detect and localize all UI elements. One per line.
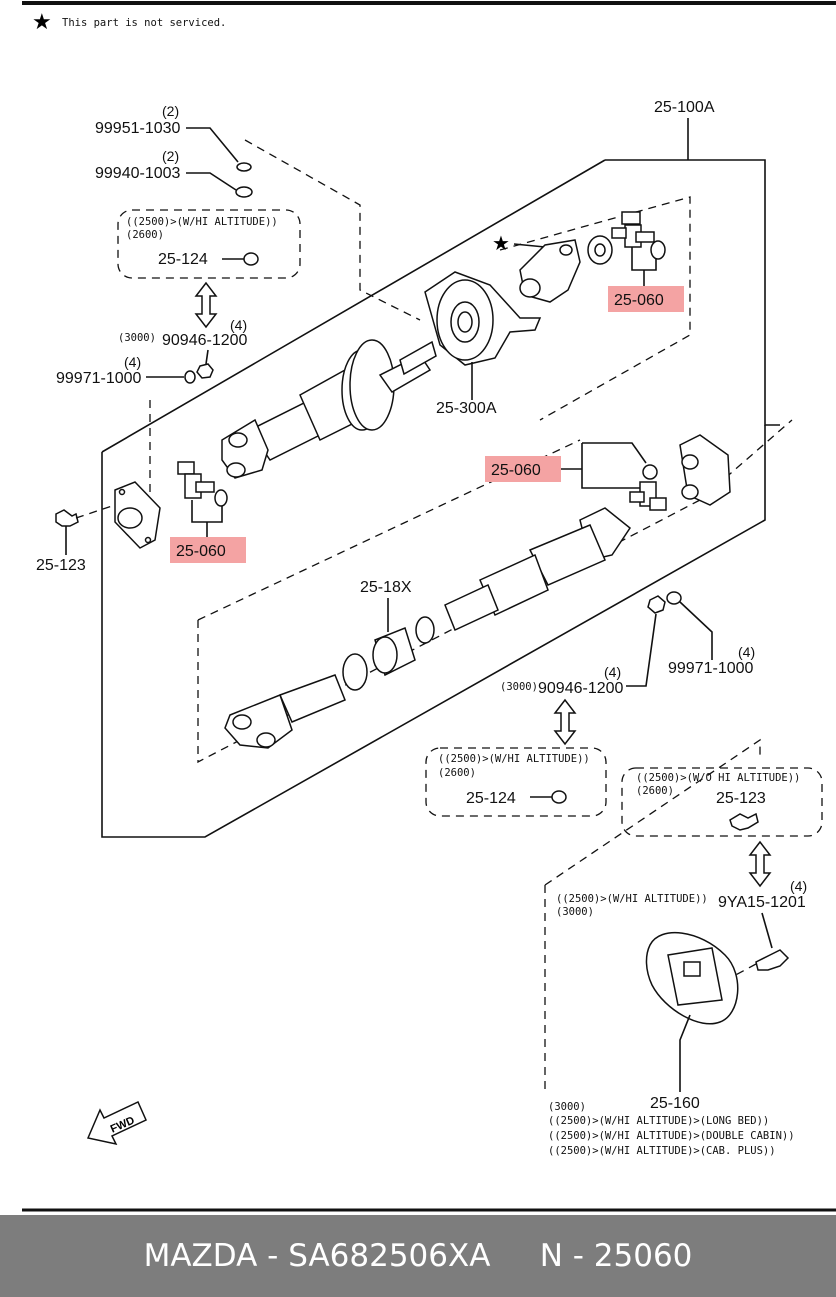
washer-top-leader	[186, 127, 239, 163]
double-arrow-icon-3	[748, 840, 772, 888]
notice-text: This part is not serviced.	[62, 17, 226, 29]
left-flange-icon	[114, 481, 161, 549]
cond-bottom-line3: ((2500)>(W/HI ALTITUDE)>(DOUBLE CABIN))	[548, 1130, 795, 1142]
cond-bottom-line1: (3000)	[548, 1101, 586, 1113]
assembly-frame-right	[605, 159, 780, 426]
bolt-label: 9YA15-1201	[718, 894, 806, 911]
footer-part-number: MAZDA - SA682506XA N - 25060	[143, 1238, 693, 1274]
cv-boot-label: 25-18X	[360, 579, 412, 596]
hl-top-right-label: 25-060	[614, 292, 664, 309]
washer4-qty: (4)	[738, 644, 755, 660]
assembly-frame-top	[101, 159, 606, 453]
nut-bot-pre: (3000)	[500, 681, 538, 693]
cond-right-line1: ((2500)>(W/O HI ALTITUDE))	[636, 772, 800, 784]
washer2-icon	[235, 186, 253, 198]
bolt-icon	[755, 949, 790, 971]
hl-middle-label: 25-060	[491, 462, 541, 479]
bolt-left-dash	[75, 504, 116, 519]
center-bearing-icon	[424, 271, 542, 366]
seal-ring-icon	[587, 235, 613, 265]
washer2-qty: (2)	[162, 148, 179, 164]
double-arrow-icon-2	[553, 698, 577, 746]
p25124-top-label: 25-124	[158, 251, 208, 268]
nut-top-pre: (3000)	[118, 332, 156, 344]
nut-bot-qty: (4)	[604, 664, 621, 680]
footer-bar: MAZDA - SA682506XA N - 25060	[0, 1215, 836, 1297]
cond-damper-line1: ((2500)>(W/HI ALTITUDE))	[556, 893, 708, 905]
nut-bot-leader	[626, 613, 657, 687]
hl-middle-bracket-top	[582, 442, 647, 464]
front-shaft-icon	[221, 339, 437, 479]
double-arrow-icon	[194, 281, 218, 329]
bolt-leader	[761, 912, 773, 949]
cond-box-mid	[425, 747, 607, 817]
hl-middle-box	[485, 456, 561, 482]
washer2-label: 99940-1003	[95, 165, 181, 182]
assembly-label: 25-100A	[654, 99, 715, 116]
nut-top-qty: (4)	[230, 317, 247, 333]
p25123-right-icon	[729, 812, 759, 831]
fwd-arrow-icon	[86, 1100, 147, 1146]
cond-mid-line2: (2600)	[438, 767, 476, 779]
star-icon: ★	[32, 9, 52, 34]
washer4-icon	[666, 591, 682, 605]
nut-bot-label: 90946-1200	[538, 680, 624, 697]
bolt-dash	[729, 963, 757, 979]
universal-joint-left-icon	[177, 461, 228, 507]
hl-left-box	[170, 537, 246, 563]
washer3-icon	[184, 370, 196, 384]
hl-left-label: 25-060	[176, 543, 226, 560]
nut-bot-icon	[647, 595, 666, 614]
cond-top-line1: ((2500)>(W/HI ALTITUDE))	[126, 216, 278, 228]
universal-joint-top-icon	[611, 211, 666, 260]
cond-box-right	[621, 767, 823, 837]
parts-diagram: ★ This part is not serviced. 25-100A (2)…	[22, 1, 836, 1212]
washer3-qty: (4)	[124, 354, 141, 370]
cond-mid-line1: ((2500)>(W/HI ALTITUDE))	[438, 753, 590, 765]
washer4-label: 99971-1000	[668, 660, 754, 677]
dash-lower-shaft	[197, 419, 793, 764]
bolt-qty: (4)	[790, 878, 807, 894]
flange-yoke-icon	[519, 239, 581, 303]
flange-right-icon	[679, 434, 731, 506]
dash-top-right	[499, 196, 691, 421]
star-leader	[513, 243, 546, 248]
damper-icon	[645, 931, 739, 1025]
nut-top-label: 90946-1200	[162, 332, 248, 349]
washer2-leader	[186, 172, 237, 191]
cond-bottom-line2: ((2500)>(W/HI ALTITUDE)>(LONG BED))	[548, 1115, 769, 1127]
p25124-bot-icon	[551, 790, 567, 804]
center-bearing-label: 25-300A	[436, 400, 497, 417]
bolt-left-icon	[55, 509, 79, 527]
p25123-right-label: 25-123	[716, 790, 766, 807]
dash-top-left	[244, 139, 421, 321]
star-marker-icon: ★	[492, 233, 510, 255]
cond-right-line2: (2600)	[636, 785, 674, 797]
washer-top-qty: (2)	[162, 103, 179, 119]
dash-damper-top	[544, 738, 761, 886]
washer-top-icon	[236, 162, 252, 172]
cond-top-line2: (2600)	[126, 229, 164, 241]
cond-bottom-line4: ((2500)>(W/HI ALTITUDE)>(CAB. PLUS))	[548, 1145, 776, 1157]
cond-damper-line2: (3000)	[556, 906, 594, 918]
damper-leader	[679, 1014, 691, 1092]
p25124-bot-label: 25-124	[466, 790, 516, 807]
hl-top-right-box	[608, 286, 684, 312]
p25124-top-icon	[243, 252, 259, 266]
assembly-frame-body	[101, 425, 766, 838]
washer4-leader	[679, 601, 713, 660]
damper-label: 25-160	[650, 1095, 700, 1112]
universal-joint-mid-icon	[629, 464, 667, 511]
hl-middle-bracket	[581, 443, 640, 489]
washer3-label: 99971-1000	[56, 370, 142, 387]
cond-box-top	[117, 209, 301, 279]
bolt-left-label: 25-123	[36, 557, 86, 574]
nut-top-icon	[196, 363, 214, 379]
washer-top-label: 99951-1030	[95, 120, 181, 137]
rear-shaft-icon	[224, 507, 632, 749]
nut-top-leader	[205, 349, 209, 365]
